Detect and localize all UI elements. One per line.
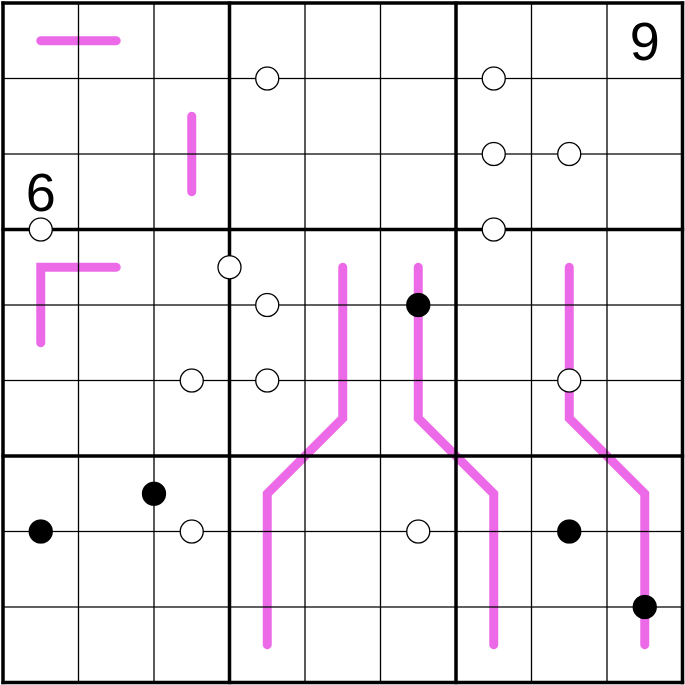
white-dot-9 bbox=[179, 368, 204, 393]
given-digits: 96 bbox=[26, 12, 660, 223]
cell-r3c4[interactable] bbox=[230, 154, 306, 230]
cell-r2c5[interactable] bbox=[305, 79, 381, 155]
white-dot-2 bbox=[481, 66, 506, 91]
cell-r8c5[interactable] bbox=[305, 532, 381, 608]
white-dot-6 bbox=[28, 217, 53, 242]
white-dot-7 bbox=[217, 255, 242, 280]
white-dot-5 bbox=[481, 217, 506, 242]
cell-r8c2[interactable] bbox=[79, 532, 155, 608]
cell-r1c5[interactable] bbox=[305, 3, 381, 79]
cell-r6c9[interactable] bbox=[607, 381, 683, 457]
cell-r2c6[interactable] bbox=[381, 79, 457, 155]
given-digit-r1c9: 9 bbox=[630, 12, 660, 72]
cell-r3c6[interactable] bbox=[381, 154, 457, 230]
cell-r2c2[interactable] bbox=[79, 79, 155, 155]
cell-r4c9[interactable] bbox=[607, 230, 683, 306]
cell-r6c2[interactable] bbox=[79, 381, 155, 457]
line-clue-3 bbox=[36, 262, 121, 348]
cell-r1c6[interactable] bbox=[381, 3, 457, 79]
cell-r3c9[interactable] bbox=[607, 154, 683, 230]
cell-r1c8[interactable] bbox=[532, 3, 608, 79]
cell-r5c9[interactable] bbox=[607, 305, 683, 381]
black-dot-5 bbox=[632, 594, 657, 620]
white-dot-10 bbox=[255, 368, 280, 393]
cell-r7c5[interactable] bbox=[305, 456, 381, 532]
white-dot-12 bbox=[179, 519, 204, 544]
given-digit-r3c1: 6 bbox=[26, 163, 56, 223]
cell-r6c1[interactable] bbox=[3, 381, 79, 457]
black-dot-3 bbox=[141, 481, 167, 506]
white-dot-3 bbox=[481, 141, 506, 167]
white-dot-1 bbox=[255, 66, 280, 91]
white-dot-8 bbox=[255, 292, 280, 318]
black-dot-2 bbox=[28, 519, 53, 544]
cell-r2c9[interactable] bbox=[607, 79, 683, 155]
cell-r2c1[interactable] bbox=[3, 79, 79, 155]
cell-r9c6[interactable] bbox=[381, 607, 457, 683]
dot-clues bbox=[28, 66, 657, 620]
white-dot-13 bbox=[406, 519, 431, 544]
cell-r3c2[interactable] bbox=[79, 154, 155, 230]
black-dot-1 bbox=[406, 292, 431, 318]
cell-r5c7[interactable] bbox=[456, 305, 532, 381]
cell-r3c5[interactable] bbox=[305, 154, 381, 230]
cell-r9c1[interactable] bbox=[3, 607, 79, 683]
cell-r6c7[interactable] bbox=[456, 381, 532, 457]
cell-r9c8[interactable] bbox=[532, 607, 608, 683]
cell-r9c5[interactable] bbox=[305, 607, 381, 683]
white-dot-11 bbox=[557, 368, 582, 393]
cell-r9c3[interactable] bbox=[154, 607, 230, 683]
cell-r1c3[interactable] bbox=[154, 3, 230, 79]
white-dot-4 bbox=[557, 141, 582, 167]
black-dot-4 bbox=[557, 519, 582, 544]
cell-r5c2[interactable] bbox=[79, 305, 155, 381]
cell-r9c2[interactable] bbox=[79, 607, 155, 683]
